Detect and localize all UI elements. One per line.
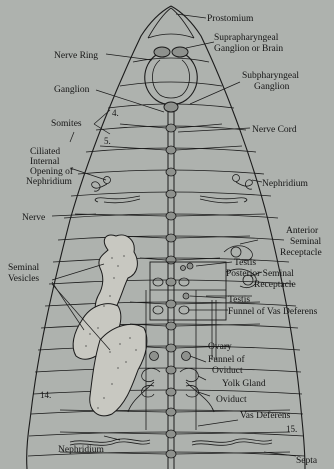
nerve-cord: [166, 112, 176, 469]
label-prostomium: Prostomium: [207, 14, 254, 24]
label-testis-upper: Testis: [234, 258, 256, 268]
label-funnel-ovi-line2: Oviduct: [212, 366, 243, 376]
label-nerve-ring: Nerve Ring: [54, 51, 98, 61]
label-seg5: 5.: [104, 136, 111, 146]
label-nerve-cord: Nerve Cord: [252, 125, 297, 135]
label-somites: Somites: [51, 119, 82, 129]
label-ovary: Ovary: [208, 342, 232, 352]
label-subpharyngeal-line2: Ganglion: [254, 82, 290, 92]
nephridium-coil-right: [200, 196, 247, 203]
label-seminal-line1: Seminal: [8, 263, 39, 273]
label-anterior-line3: Receptacle: [280, 248, 322, 258]
label-seg15: 15.: [286, 424, 297, 434]
label-nephridium-right: Nephridium: [262, 179, 309, 189]
label-posterior-line1: Posterior Seminal: [226, 269, 294, 279]
nerve-ring: [145, 55, 198, 105]
label-oviduct: Oviduct: [216, 395, 247, 405]
label-ciliated-line4: Nephridium: [26, 177, 73, 187]
label-seminal-line2: Vesicles: [8, 274, 39, 284]
label-nephridium-bottom: Nephridium: [58, 445, 105, 455]
label-ciliated-line3: Opening of: [30, 166, 74, 177]
label-seg4: 4.: [112, 108, 119, 118]
label-septa: Septa: [296, 456, 318, 466]
label-funnel-ovi-line1: Funnel of: [208, 354, 246, 365]
label-funnel-vas: Funnel of Vas Deferens: [228, 306, 318, 317]
label-subpharyngeal-line1: Subpharyngeal: [242, 71, 299, 81]
subpharyngeal-ganglion: [164, 102, 178, 112]
label-testis-lower: Testis: [228, 295, 250, 305]
testis-lower: [183, 293, 189, 299]
label-yolk-gland: Yolk Gland: [222, 379, 266, 389]
label-nerve: Nerve: [22, 213, 45, 223]
label-anterior-line1: Anterior: [286, 226, 319, 236]
label-brain-line1: Suprapharyngeal: [214, 33, 279, 43]
label-anterior-line2: Seminal: [290, 237, 321, 247]
label-posterior-line2: Receptacle: [254, 280, 296, 290]
suprapharyngeal-ganglion: [154, 47, 188, 57]
label-ganglion: Ganglion: [54, 85, 90, 95]
nephridium-coil-left: [95, 196, 140, 203]
label-brain-line2: Ganglion or Brain: [214, 44, 283, 54]
label-seg14: 14.: [40, 390, 51, 400]
oviducts: [128, 382, 214, 412]
nephridium-right-upper: [233, 175, 253, 190]
label-vas-deferens: Vas Deferens: [240, 410, 291, 421]
testis-upper: [181, 263, 194, 271]
reproductive-box: [150, 262, 226, 320]
label-ciliated-line1: Ciliated: [30, 147, 60, 157]
label-ciliated-line2: Internal: [30, 157, 60, 167]
ovary: [150, 352, 191, 361]
